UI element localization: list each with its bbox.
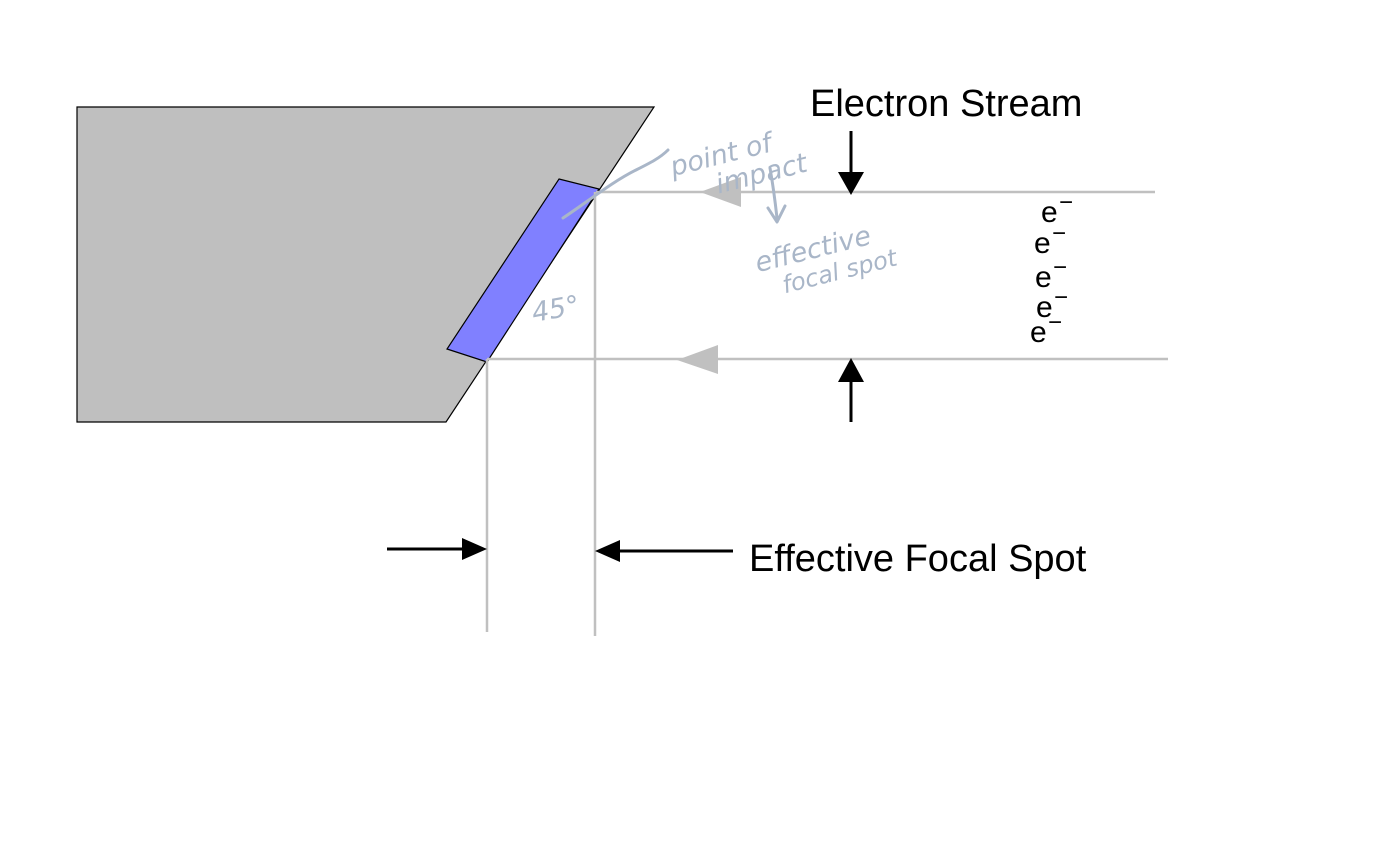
anode-block: [76, 106, 656, 423]
electron-symbol: e: [1030, 316, 1047, 349]
electron-charge: −: [1059, 189, 1073, 216]
electron-charge: −: [1053, 254, 1067, 281]
stream-arrow-down-head: [838, 172, 864, 195]
electron-charge: −: [1052, 220, 1066, 247]
stream-arrow-up-head: [838, 358, 864, 382]
effective-focal-spot-label: Effective Focal Spot: [749, 538, 1087, 580]
beam-top-arrowhead: [700, 177, 741, 207]
electron-symbol: e: [1041, 196, 1058, 229]
effective-focal-spot-annotation: effective focal spot: [752, 220, 901, 299]
electron-symbol: e: [1036, 291, 1053, 324]
impact-pointer-line: [561, 148, 670, 220]
angle-annotation: 45°: [529, 290, 582, 329]
electron-symbols: e−e−e−e−e−: [1030, 189, 1073, 349]
beam-bottom-arrowhead: [677, 345, 718, 374]
electron-symbol: e: [1034, 227, 1051, 260]
annotation-pointer-arrow: [766, 166, 787, 224]
electron-charge: −: [1048, 309, 1062, 336]
electron-stream-label: Electron Stream: [810, 83, 1082, 125]
focal-arrow-left-head: [462, 538, 487, 560]
focal-arrow-right-head: [595, 540, 620, 562]
electron-charge: −: [1054, 284, 1068, 311]
electron-symbol: e: [1035, 261, 1052, 294]
